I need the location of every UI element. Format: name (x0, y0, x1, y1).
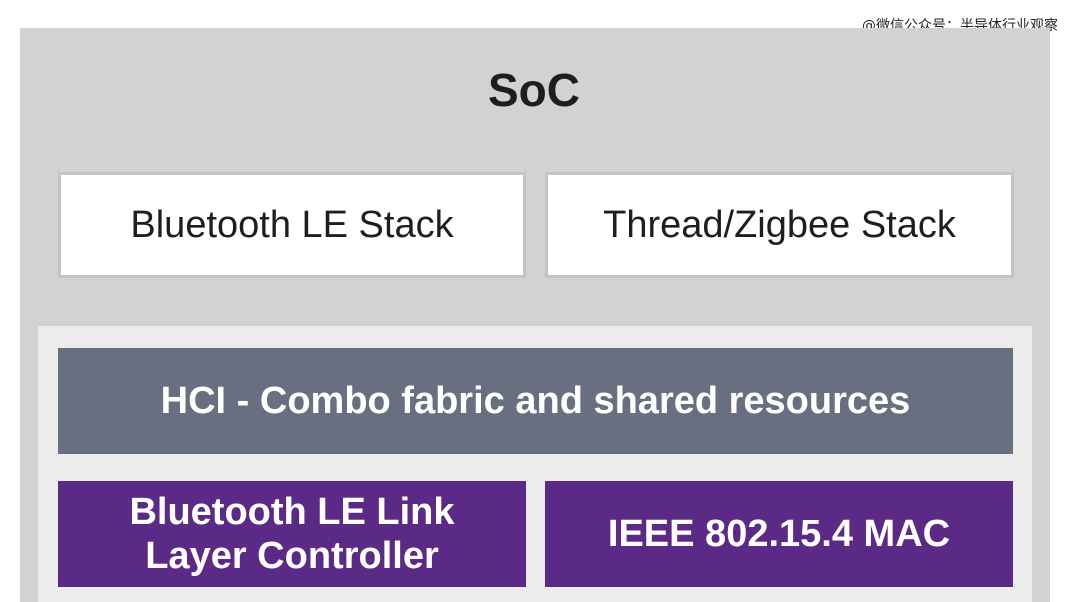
bluetooth-le-stack-label: Bluetooth LE Stack (130, 203, 454, 246)
hci-combo-fabric-box: HCI - Combo fabric and shared resources (58, 348, 1013, 454)
ieee-mac-label: IEEE 802.15.4 MAC (607, 513, 951, 555)
ieee-802154-mac-box: IEEE 802.15.4 MAC (545, 481, 1013, 587)
hci-label: HCI - Combo fabric and shared resources (160, 379, 911, 422)
ble-link-label-line1: Bluetooth LE Link (129, 491, 455, 533)
soc-title: SoC (488, 64, 580, 116)
bluetooth-le-stack-box: Bluetooth LE Stack (58, 172, 526, 278)
thread-zigbee-stack-box: Thread/Zigbee Stack (545, 172, 1014, 278)
thread-zigbee-stack-label: Thread/Zigbee Stack (603, 203, 956, 246)
ble-link-layer-controller-box: Bluetooth LE Link Layer Controller (58, 481, 526, 587)
ble-link-label-line2: Layer Controller (145, 535, 439, 577)
